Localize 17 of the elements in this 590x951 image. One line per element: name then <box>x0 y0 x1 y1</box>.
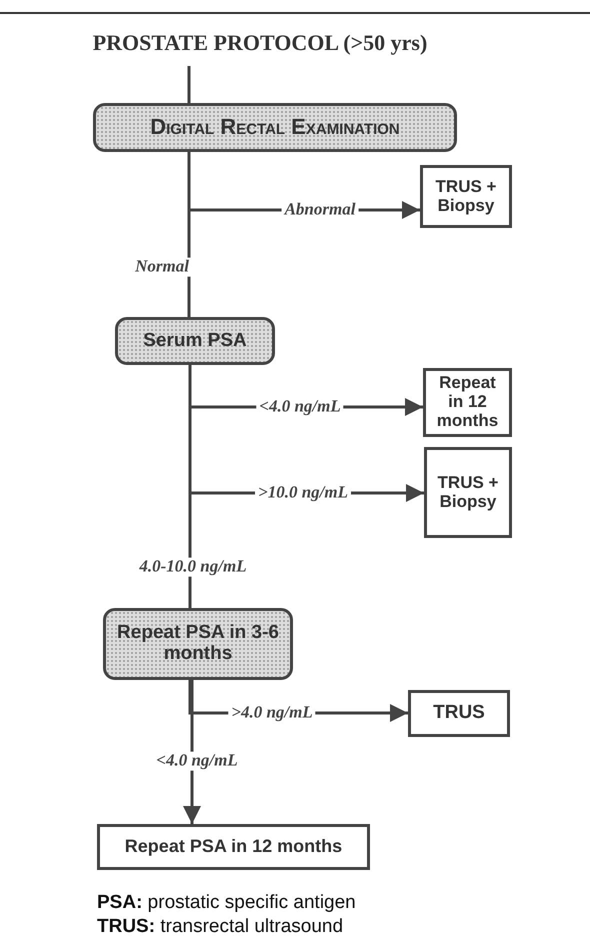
edge-label: >4.0 ng/mL <box>228 704 316 722</box>
outcome-box: TRUS <box>408 690 510 737</box>
outcome-box: TRUS + Biopsy <box>420 165 512 228</box>
process-box: Digital Rectal Examination <box>93 103 457 152</box>
abbreviation-note: TRUS: transrectal ultrasound <box>97 916 344 938</box>
diagram-title: PROSTATE PROTOCOL (>50 yrs) <box>92 30 428 56</box>
process-box: Repeat PSA in 3-6 months <box>103 608 293 680</box>
edge-label: <4.0 ng/mL <box>256 398 344 416</box>
edge-label: >10.0 ng/mL <box>255 484 351 502</box>
process-box: Serum PSA <box>115 317 275 365</box>
outcome-box: Repeat PSA in 12 months <box>97 824 370 870</box>
arrow <box>183 680 201 824</box>
abbreviation-note: PSA: prostatic specific antigen <box>97 892 356 914</box>
outcome-box: TRUS + Biopsy <box>424 447 512 538</box>
outcome-box: Repeat in 12 months <box>423 368 512 437</box>
connector-line <box>188 66 190 103</box>
edge-label: Normal <box>132 258 192 276</box>
